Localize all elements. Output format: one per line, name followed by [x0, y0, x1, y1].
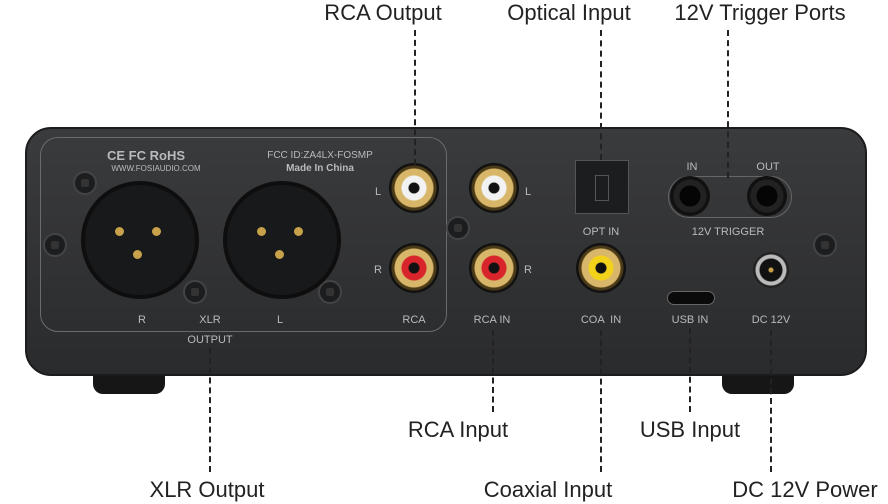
rca-in-l-label: L: [524, 186, 532, 198]
screw-icon: [318, 280, 342, 304]
callout-rca-input: RCA Input: [407, 417, 509, 442]
screw-icon: [446, 216, 470, 240]
screw-icon: [43, 233, 67, 257]
opt-in-label: OPT IN: [582, 226, 620, 238]
usb-c-port[interactable]: [667, 291, 715, 305]
output-label: OUTPUT: [187, 334, 233, 346]
trigger-in-jack[interactable]: [670, 176, 710, 216]
website-text: WWW.FOSIAUDIO.COM: [111, 164, 201, 173]
screw-icon: [73, 171, 97, 195]
callout-dc-power: DC 12V Power: [732, 477, 878, 502]
dc-12v-label: DC 12V: [751, 314, 791, 326]
callout-trigger-ports: 12V Trigger Ports: [674, 0, 846, 25]
xlr-label: XLR: [199, 314, 221, 326]
leader-rca-output: [414, 30, 416, 165]
dc-power-jack[interactable]: [753, 252, 789, 288]
made-in: Made In China: [286, 163, 354, 174]
optical-input-port[interactable]: [575, 160, 629, 214]
trigger-in-label: IN: [686, 161, 698, 173]
fcc-id: FCC ID:ZA4LX-FOSMP: [267, 150, 373, 161]
callout-usb-input: USB Input: [639, 417, 741, 442]
xlr-output-left[interactable]: [223, 181, 341, 299]
rca-out-l-label: L: [374, 186, 382, 198]
trigger-label: 12V TRIGGER: [691, 226, 765, 238]
leader-dc-power: [770, 330, 772, 472]
rca-output-right[interactable]: [389, 243, 439, 293]
screw-icon: [813, 233, 837, 257]
callout-coaxial-input: Coaxial Input: [483, 477, 613, 502]
leader-optical-input: [600, 30, 602, 160]
usb-in-label: USB IN: [671, 314, 709, 326]
rca-input-left[interactable]: [469, 163, 519, 213]
rca-out-label: RCA: [402, 314, 426, 326]
callout-xlr-output: XLR Output: [149, 477, 265, 502]
leader-rca-input: [492, 330, 494, 412]
xlr-output-right[interactable]: [81, 181, 199, 299]
trigger-out-jack[interactable]: [747, 176, 787, 216]
callout-rca-output: RCA Output: [324, 0, 442, 25]
screw-icon: [183, 280, 207, 304]
trigger-outline: [668, 176, 792, 218]
xlr-r-label: R: [138, 314, 146, 326]
leader-usb-input: [689, 328, 691, 412]
rca-in-label: RCA IN: [473, 314, 511, 326]
rca-output-left[interactable]: [389, 163, 439, 213]
rca-out-r-label: R: [374, 264, 382, 276]
leader-xlr-output: [209, 348, 211, 472]
rca-in-r-label: R: [524, 264, 532, 276]
trigger-out-label: OUT: [756, 161, 780, 173]
xlr-l-label: L: [276, 314, 284, 326]
callout-optical-input: Optical Input: [507, 0, 631, 25]
coaxial-input-port[interactable]: [576, 243, 626, 293]
output-panel-outline: [40, 137, 447, 332]
cert-logos: CE FC RoHS: [107, 148, 185, 163]
coa-in-label: COA IN: [580, 314, 622, 326]
leader-trigger-ports: [727, 30, 729, 178]
leader-coaxial-input: [600, 330, 602, 472]
rca-input-right[interactable]: [469, 243, 519, 293]
